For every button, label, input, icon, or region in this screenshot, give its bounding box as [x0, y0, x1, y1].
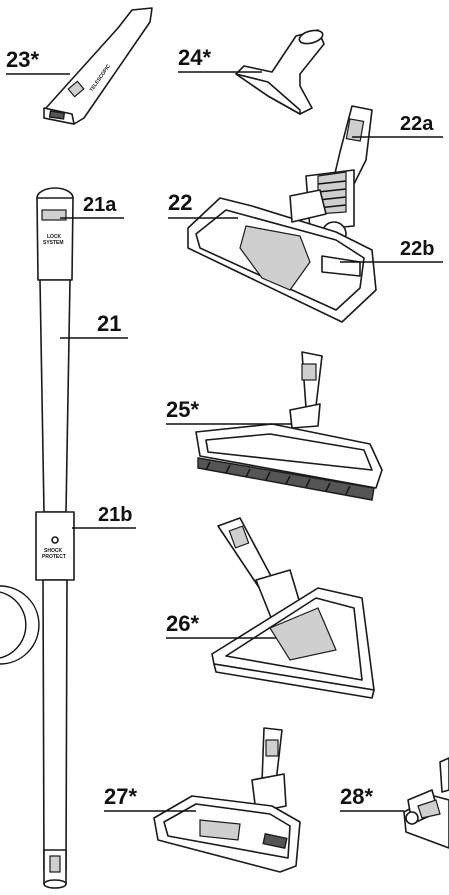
callout-22a: 22a	[400, 113, 434, 135]
callout-28: 28*	[340, 784, 374, 809]
callout-21b: 21b	[98, 504, 133, 526]
shock-protect-text-line2: PROTECT	[42, 554, 66, 560]
shock-protect-text-line1: SHOCK	[44, 548, 62, 554]
callout-23: 23*	[6, 47, 40, 72]
mini-turbo-nozzle-illustration	[403, 757, 449, 849]
telescopic-tube-illustration: LOCK SYSTEM SHOCK PROTECT	[35, 187, 75, 889]
callout-25: 25*	[166, 397, 200, 422]
callout-22: 22	[168, 190, 193, 215]
triangular-nozzle-illustration	[211, 517, 375, 699]
callout-21: 21	[97, 311, 122, 336]
upholstery-nozzle-illustration	[235, 29, 325, 115]
partial-circle-edge	[0, 585, 40, 665]
callout-21a: 21a	[83, 194, 117, 216]
callout-22b: 22b	[400, 238, 435, 260]
floor-head-illustration	[187, 105, 377, 323]
lock-system-text-line1: LOCK	[47, 234, 62, 240]
parquet-brush-illustration	[195, 351, 383, 501]
crevice-tool-illustration: TELESCOPIC	[43, 7, 153, 125]
callout-27: 27*	[104, 784, 138, 809]
lock-system-text-line2: SYSTEM	[43, 240, 64, 246]
callout-24: 24*	[178, 45, 212, 70]
callout-26: 26*	[166, 611, 200, 636]
turbo-nozzle-illustration	[153, 727, 301, 873]
